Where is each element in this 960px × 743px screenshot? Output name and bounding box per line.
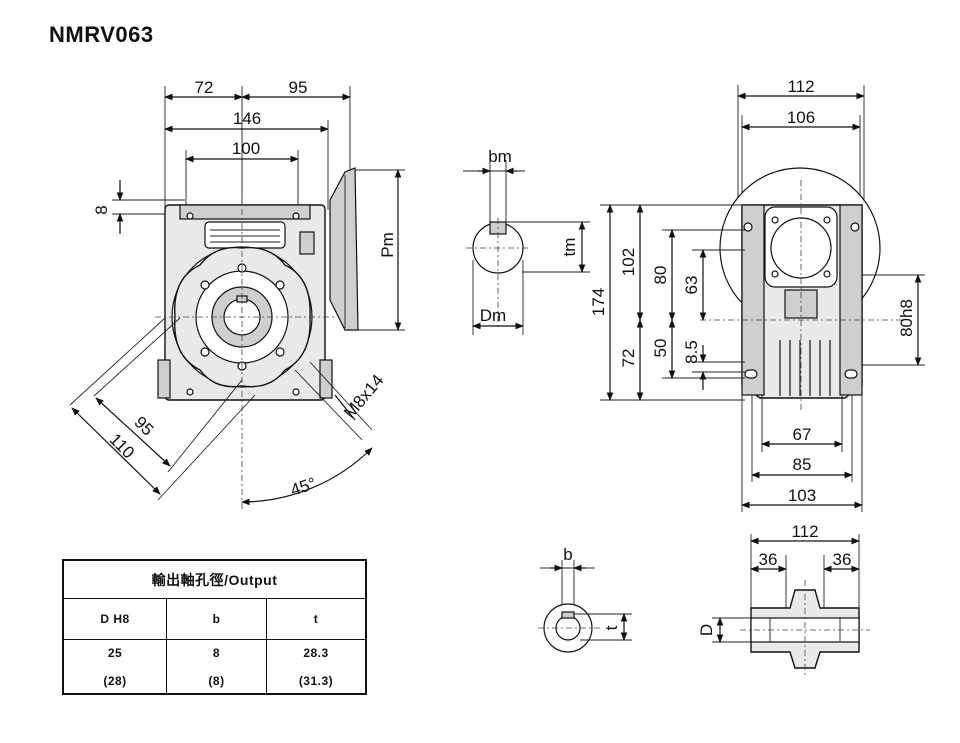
table-title: 輸出軸孔徑/Output [64, 561, 365, 599]
drawing-title: NMRV063 [49, 22, 154, 47]
dim-100: 100 [232, 139, 260, 158]
dim-36-right: 36 [833, 550, 852, 569]
dim-pm: Pm [378, 232, 397, 258]
header-t: t [313, 612, 319, 626]
table-row: 25 8 28.3 [64, 639, 365, 667]
dim-50: 50 [651, 339, 670, 358]
header-dh8: D H8 [64, 599, 167, 639]
thread-label: M8x14 [340, 371, 387, 422]
label-b: b [563, 545, 572, 564]
dim-80: 80 [651, 266, 670, 285]
label-tm: tm [560, 238, 579, 257]
angle-label: 45° [288, 474, 318, 500]
dim-36-left: 36 [759, 550, 778, 569]
cell-b: 8 [167, 639, 267, 667]
dim-95: 95 [289, 78, 308, 97]
hollow-shaft-view: 112 36 36 D [697, 522, 870, 678]
dim-72: 72 [195, 78, 214, 97]
cell-t: (31.3) [298, 674, 334, 688]
dim-72-side: 72 [619, 349, 638, 368]
front-view: 72 95 146 100 8 Pm [69, 78, 405, 510]
dim-110-diag: 110 [106, 430, 139, 463]
cell-b: (8) [167, 667, 267, 695]
dim-63: 63 [682, 276, 701, 295]
header-b: b [167, 599, 267, 639]
output-table: 輸出軸孔徑/Output D H8 b t 25 8 28.3 (28) (8)… [62, 559, 367, 695]
cell-d: (28) [64, 667, 167, 695]
dim-103: 103 [788, 486, 816, 505]
label-d: D [697, 624, 716, 636]
label-dm: Dm [480, 306, 506, 325]
dim-67: 67 [793, 425, 812, 444]
table-row: (28) (8) (31.3) [64, 667, 365, 695]
key-detail-top: bm tm Dm [463, 147, 590, 335]
table-header-row: D H8 b t [64, 599, 365, 640]
label-bm: bm [488, 147, 512, 166]
dim-8-5: 8.5 [682, 340, 701, 364]
dim-112-side: 112 [787, 77, 814, 96]
dim-106: 106 [787, 108, 815, 127]
dim-146: 146 [233, 109, 261, 128]
cell-d: 25 [64, 639, 167, 667]
label-t: t [602, 625, 621, 630]
dim-95-diag: 95 [130, 413, 157, 440]
dim-102: 102 [619, 248, 638, 276]
dim-112-shaft: 112 [791, 522, 818, 541]
key-detail-bottom: b t [538, 545, 632, 653]
dim-8: 8 [92, 205, 111, 214]
cell-t: 28.3 [303, 646, 329, 660]
dim-85: 85 [793, 455, 812, 474]
dim-80h8: 80h8 [897, 299, 916, 337]
side-view: 112 106 174 1 [589, 77, 925, 512]
dim-174: 174 [589, 288, 608, 316]
